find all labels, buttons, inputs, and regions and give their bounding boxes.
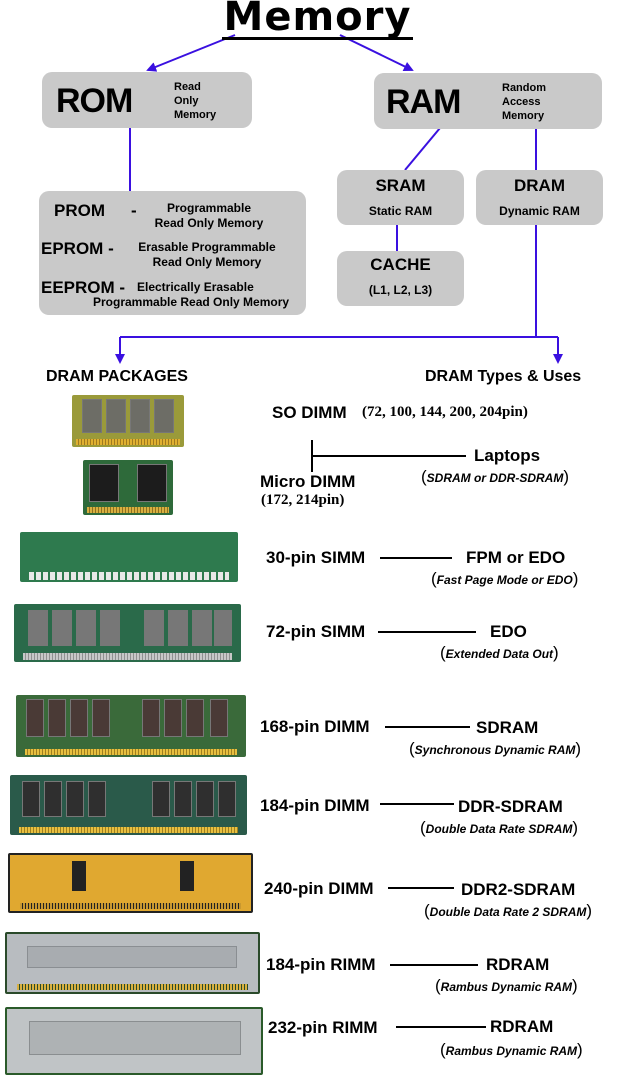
arrow-memory-to-ram xyxy=(339,34,414,71)
package-label-240pin: 240-pin DIMM xyxy=(264,879,374,898)
type-desc-184pin-dimm: (Double Data Rate SDRAM) xyxy=(420,818,579,837)
rom-full-name: Read Only Memory xyxy=(174,81,217,121)
simm-72pin-image xyxy=(14,604,241,662)
dram-full-name: Dynamic RAM xyxy=(499,204,580,218)
package-label-30pin: 30-pin SIMM xyxy=(266,548,366,567)
type-desc-30pin: (Fast Page Mode or EDO) xyxy=(431,569,579,588)
package-label-72pin: 72-pin SIMM xyxy=(266,622,366,641)
dram-types-header: DRAM Types & Uses xyxy=(425,368,582,385)
arrow-memory-to-rom xyxy=(146,34,236,72)
eeprom-label: EEPROM - xyxy=(41,278,126,297)
package-label-168pin: 168-pin DIMM xyxy=(260,717,370,736)
prom-label: PROM xyxy=(54,201,105,220)
prom-dash: - xyxy=(131,201,137,220)
ram-label: RAM xyxy=(386,83,461,121)
dram-packages-header: DRAM PACKAGES xyxy=(46,368,188,385)
dimm-168pin-image xyxy=(16,695,246,757)
type-desc-240pin: (Double Data Rate 2 SDRAM) xyxy=(424,901,593,920)
package-label-184pin-dimm: 184-pin DIMM xyxy=(260,796,370,815)
line-ram-to-sram xyxy=(404,127,441,171)
cache-box: CACHE (L1, L2, L3) xyxy=(337,251,464,306)
package-label-184pin-rimm: 184-pin RIMM xyxy=(266,955,376,974)
prom-desc: Programmable Read Only Memory xyxy=(154,201,264,230)
type-label-72pin: EDO xyxy=(490,622,527,641)
type-label-232pin: RDRAM xyxy=(490,1017,554,1036)
type-desc-72pin: (Extended Data Out) xyxy=(440,643,559,662)
sram-full-name: Static RAM xyxy=(368,204,433,218)
micro-dimm-image xyxy=(83,460,173,515)
eprom-desc: Erasable Programmable Read Only Memory xyxy=(138,240,276,269)
micro-dimm-pins: (172, 214pin) xyxy=(261,492,345,508)
rimm-232pin-image xyxy=(5,1007,263,1075)
cache-label: CACHE xyxy=(370,255,431,274)
ram-box: RAM Random Access Memory xyxy=(374,73,602,129)
dimm-240pin-image xyxy=(8,853,253,913)
dimm-184pin-image xyxy=(10,775,247,835)
dram-box: DRAM Dynamic RAM xyxy=(476,170,603,225)
type-label-184pin-dimm: DDR-SDRAM xyxy=(458,797,563,816)
sram-box: SRAM Static RAM xyxy=(337,170,464,225)
type-label-184pin-rimm: RDRAM xyxy=(486,955,550,974)
eprom-label: EPROM - xyxy=(41,239,114,258)
ram-full-name: Random Access Memory xyxy=(502,82,546,122)
so-dimm-pins: (72, 100, 144, 200, 204pin) xyxy=(362,404,528,420)
rom-types-box: PROM - Programmable Read Only Memory EPR… xyxy=(39,191,306,315)
dram-label: DRAM xyxy=(514,176,565,195)
micro-dimm-label: Micro DIMM xyxy=(260,472,356,491)
cache-levels: (L1, L2, L3) xyxy=(368,283,433,297)
rom-label: ROM xyxy=(56,82,133,120)
type-label-240pin: DDR2-SDRAM xyxy=(461,880,576,899)
laptops-use: Laptops xyxy=(474,446,541,465)
type-desc-232pin: (Rambus Dynamic RAM) xyxy=(440,1040,583,1059)
rimm-184pin-image xyxy=(5,932,260,994)
rom-box: ROM Read Only Memory xyxy=(42,72,252,128)
type-label-168pin: SDRAM xyxy=(476,718,539,737)
type-desc-168pin: (Synchronous Dynamic RAM) xyxy=(409,739,582,758)
so-dimm-label: SO DIMM xyxy=(272,403,347,422)
type-desc-184pin-rimm: (Rambus Dynamic RAM) xyxy=(435,976,578,995)
laptops-use-desc: (SDRAM or DDR-SDRAM) xyxy=(421,467,570,486)
sram-label: SRAM xyxy=(375,176,426,195)
eeprom-desc: Electrically Erasable Programmable Read … xyxy=(93,280,290,309)
diagram-title: Memory xyxy=(0,0,635,40)
so-dimm-image xyxy=(72,395,184,447)
simm-30pin-image xyxy=(20,532,238,582)
package-label-232pin: 232-pin RIMM xyxy=(268,1018,378,1037)
type-label-30pin: FPM or EDO xyxy=(466,548,566,567)
